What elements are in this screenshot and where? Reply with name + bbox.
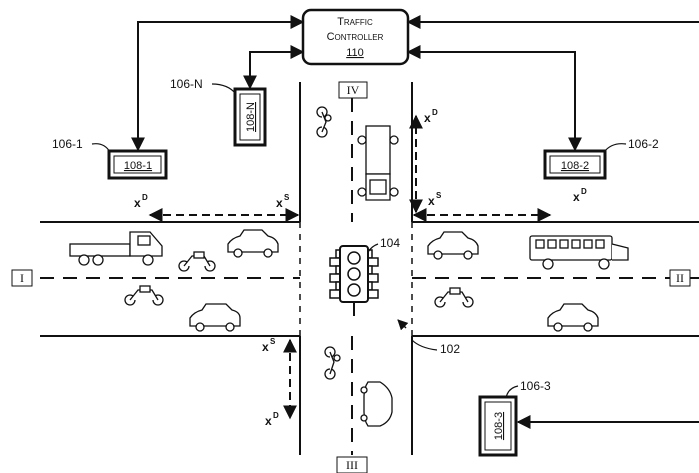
svg-text:x: x — [134, 196, 141, 210]
sensor-108-N-label: 108-N — [245, 102, 257, 132]
sensor-108-3-label: 108-3 — [493, 412, 505, 440]
signal-ref: 104 — [380, 236, 400, 250]
svg-text:S: S — [436, 191, 442, 200]
car-icon — [427, 231, 479, 260]
tag-106-N: 106-N — [170, 77, 203, 91]
car-icon — [227, 229, 279, 258]
truck-icon — [357, 125, 399, 201]
sensor-108-N: 108-N — [233, 87, 267, 147]
approach-east: II — [676, 271, 684, 285]
connections — [131, 15, 699, 429]
svg-text:x: x — [265, 414, 272, 428]
svg-text:S: S — [284, 193, 290, 202]
distance-labels: x D x S x S x D x D x S x D — [134, 108, 587, 428]
sensor-108-3: 108-3 — [478, 395, 518, 457]
sensor-108-2-label: 108-2 — [561, 160, 589, 172]
link-108-1 — [131, 15, 305, 152]
tag-106-1: 106-1 — [52, 137, 83, 151]
bicycle-icon — [324, 346, 341, 380]
traffic-controller: Traffic Controller 110 — [301, 8, 410, 66]
car-icon — [189, 303, 241, 332]
controller-title-2: Controller — [327, 31, 384, 43]
svg-text:D: D — [273, 411, 279, 420]
svg-text:S: S — [270, 337, 276, 346]
sensor-108-1: 108-1 — [107, 149, 168, 180]
motorcycle-icon — [434, 287, 474, 308]
car-icon — [360, 381, 393, 427]
tag-106-3: 106-3 — [520, 379, 551, 393]
svg-text:x: x — [276, 196, 283, 210]
link-108-2 — [406, 45, 582, 152]
motorcycle-icon — [124, 285, 164, 306]
controller-title-1: Traffic — [337, 16, 373, 28]
svg-text:D: D — [432, 108, 438, 117]
approach-north: IV — [347, 83, 360, 97]
approach-south: III — [346, 458, 358, 472]
tag-106-2: 106-2 — [628, 137, 659, 151]
sensor-108-1-label: 108-1 — [124, 160, 152, 172]
svg-text:x: x — [428, 194, 435, 208]
svg-text:D: D — [581, 187, 587, 196]
svg-text:x: x — [424, 111, 431, 125]
bus-icon — [529, 235, 629, 270]
sensor-108-2: 108-2 — [543, 149, 607, 180]
traffic-signal-icon — [329, 245, 379, 316]
link-108-N — [243, 45, 305, 90]
car-icon — [547, 303, 599, 332]
svg-text:x: x — [573, 190, 580, 204]
sensor-tags: 106-1 106-N 106-2 106-3 — [52, 77, 659, 399]
svg-text:x: x — [262, 340, 269, 354]
controller-ref: 110 — [346, 47, 364, 59]
approach-labels: IV I II III — [11, 81, 691, 473]
motorcycle-icon — [178, 251, 216, 272]
approach-west: I — [20, 271, 24, 285]
truck-icon — [69, 231, 163, 266]
distance-markers — [148, 114, 552, 420]
svg-text:D: D — [142, 193, 148, 202]
intersection-ref: 102 — [440, 342, 460, 356]
bicycle-icon — [316, 106, 332, 138]
